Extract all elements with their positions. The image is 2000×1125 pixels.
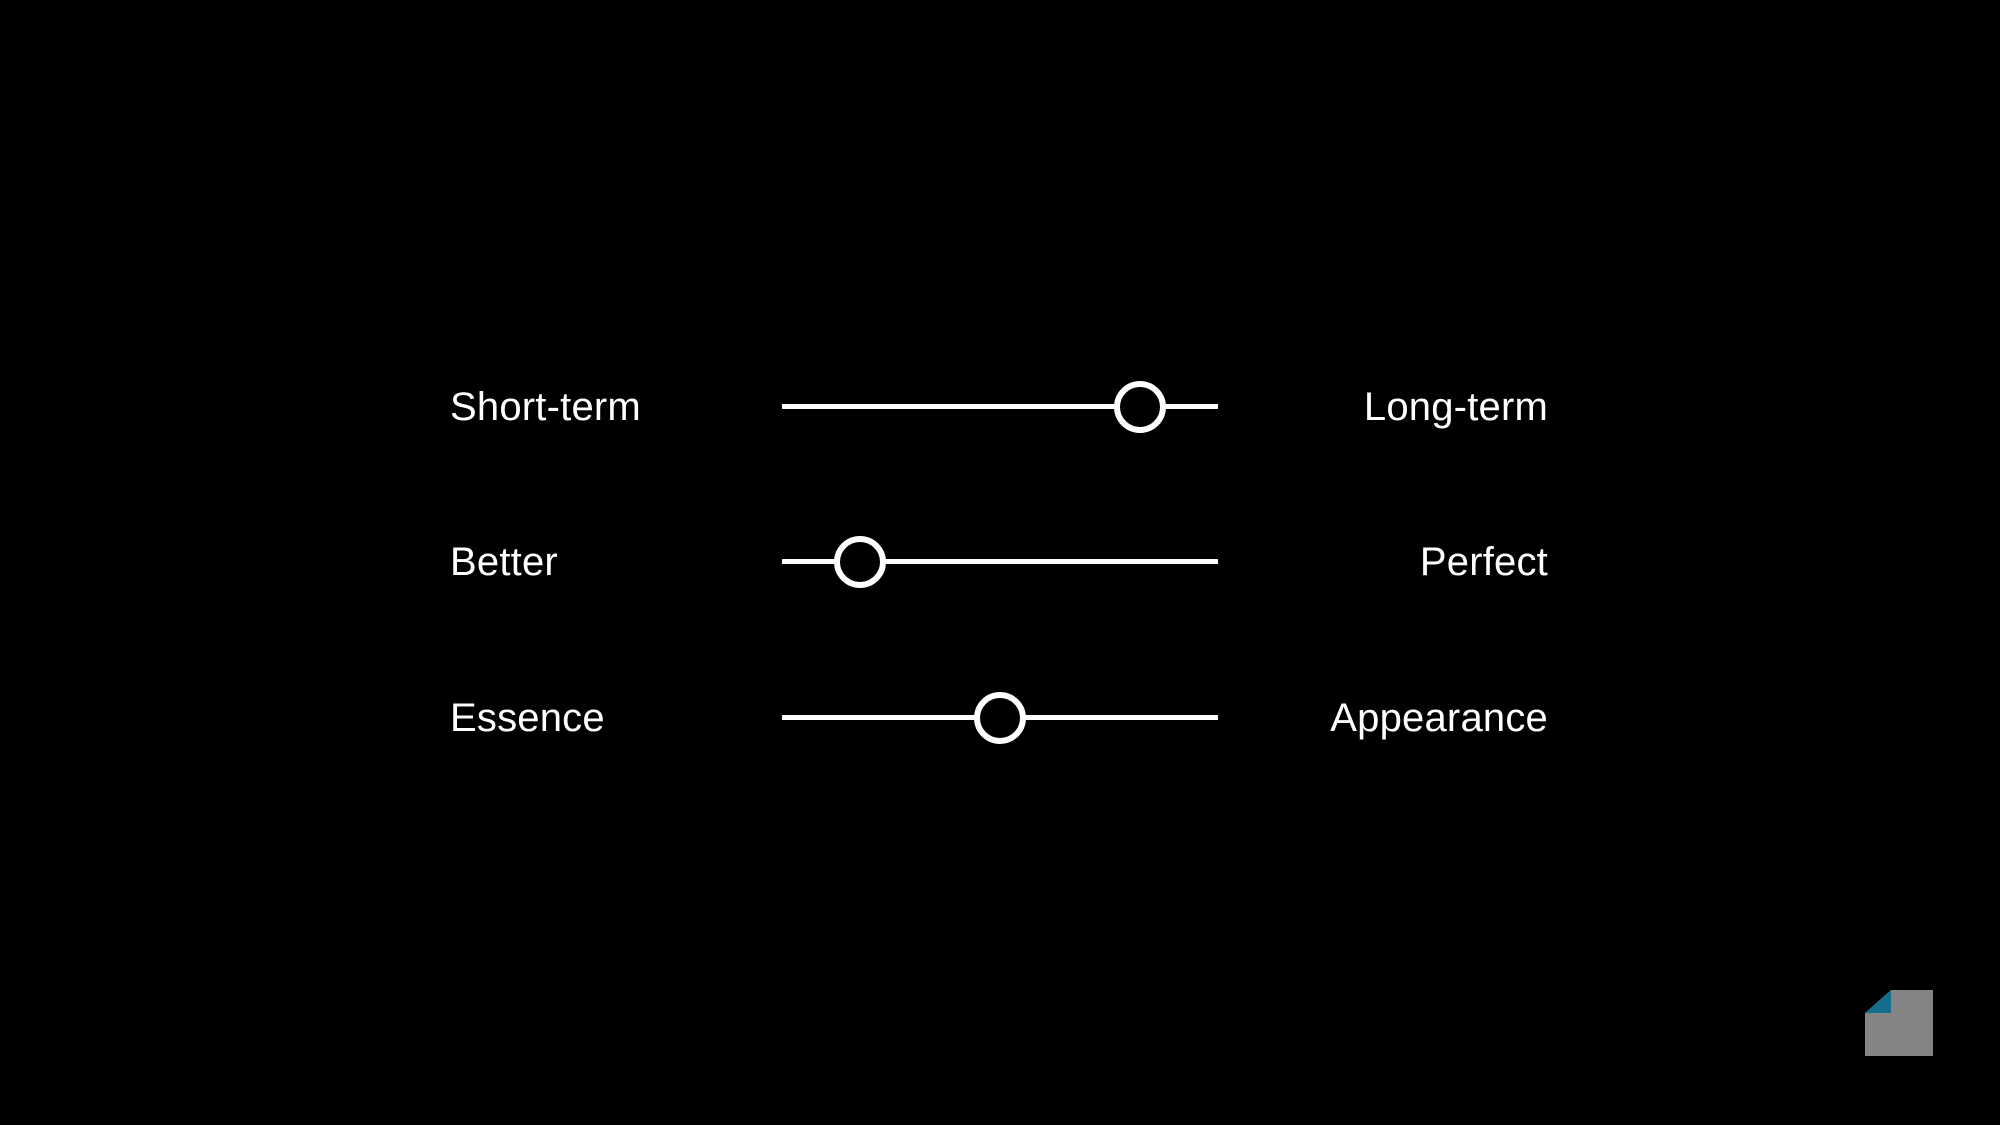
slider-left-label: Better: [450, 539, 558, 584]
slider-knob[interactable]: [1113, 380, 1166, 433]
slider-right-label: Perfect: [1419, 539, 1548, 584]
slider-left-label: Essence: [450, 695, 605, 740]
slider-track[interactable]: [782, 380, 1218, 433]
folded-page-logo: [1865, 990, 1933, 1056]
slider-row-essence-appearance: Essence Appearance: [0, 673, 2000, 763]
slider-right-label: Appearance: [1330, 695, 1548, 740]
slider-right-label: Long-term: [1363, 384, 1548, 429]
slider-track[interactable]: [782, 691, 1218, 744]
slider-knob[interactable]: [974, 691, 1026, 744]
slider-left-label: Short-term: [450, 384, 641, 429]
slider-track[interactable]: [782, 535, 1218, 588]
logo-page-shape: [1865, 990, 1933, 1056]
slider-knob[interactable]: [834, 535, 887, 588]
slider-row-short-long: Short-term Long-term: [0, 362, 2000, 452]
slider-row-better-perfect: Better Perfect: [0, 517, 2000, 607]
logo-fold-corner: [1865, 990, 1891, 1013]
